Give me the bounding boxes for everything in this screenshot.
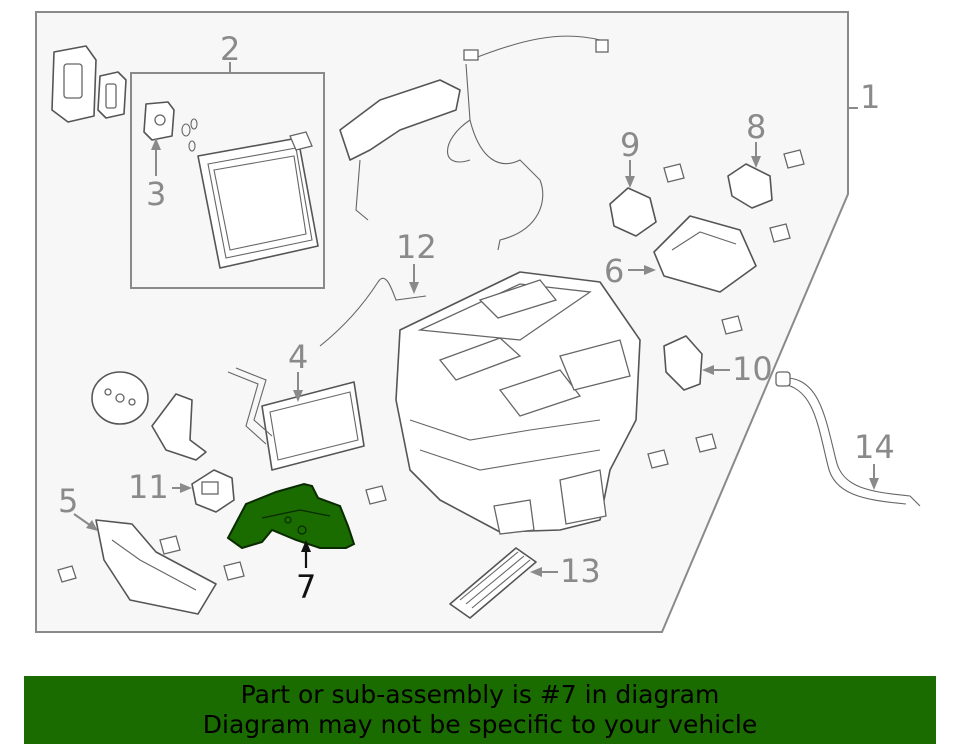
leader-13: [530, 567, 558, 577]
callout-9: 9: [620, 126, 640, 164]
actuator-10-part: [663, 335, 703, 391]
leader-11: [172, 483, 192, 493]
callout-1: 1: [860, 78, 880, 116]
cabin-filter-13-part: [449, 547, 537, 619]
leader-8: [751, 142, 761, 168]
actuator-11-part: [191, 469, 235, 513]
highlighted-part-7[interactable]: [226, 482, 356, 550]
notice-banner: Part or sub-assembly is #7 in diagram Di…: [24, 676, 936, 744]
actuator-6-part: [653, 215, 757, 293]
actuator-8-part: [727, 163, 773, 209]
leader-12: [409, 264, 419, 294]
leader-3: [151, 138, 161, 176]
blower-motor-parts: [91, 371, 207, 461]
parts-diagram: 1 2 3 4 5 6 7 8 9 10 11 12 13 14: [35, 11, 921, 633]
callout-14: 14: [854, 428, 895, 466]
callout-5: 5: [58, 482, 78, 520]
expansion-valve-part: [143, 101, 198, 152]
duct-wire-12: [319, 277, 427, 347]
actuator-9-part: [609, 187, 657, 237]
wiring-harness-part: [339, 35, 609, 251]
callout-10: 10: [732, 350, 773, 388]
leader-9: [625, 160, 635, 188]
evaporator-core-part: [197, 131, 319, 269]
callout-8: 8: [746, 108, 766, 146]
drain-hose-14-part: [775, 371, 921, 507]
callout-3: 3: [146, 175, 166, 213]
callout-11: 11: [128, 468, 169, 506]
heater-core-part: [227, 367, 365, 471]
callout-6: 6: [604, 252, 624, 290]
bracket-5-part: [95, 519, 217, 615]
leader-5: [73, 513, 98, 531]
leader-10: [702, 365, 730, 375]
callout-7: 7: [296, 568, 316, 606]
leader-7: [301, 540, 311, 568]
leader-6: [628, 265, 656, 275]
seal-gasket-parts: [51, 45, 127, 123]
banner-line-1: Part or sub-assembly is #7 in diagram: [240, 680, 720, 709]
callout-12: 12: [396, 228, 437, 266]
banner-line-2: Diagram may not be specific to your vehi…: [202, 710, 758, 739]
leader-14: [869, 464, 879, 490]
callout-2: 2: [220, 30, 240, 68]
callout-13: 13: [560, 552, 601, 590]
leader-4: [293, 372, 303, 402]
part-7-shape[interactable]: [226, 482, 356, 550]
callout-4: 4: [288, 338, 308, 376]
hvac-case-part: [395, 271, 641, 535]
screw-parts: [57, 149, 805, 583]
